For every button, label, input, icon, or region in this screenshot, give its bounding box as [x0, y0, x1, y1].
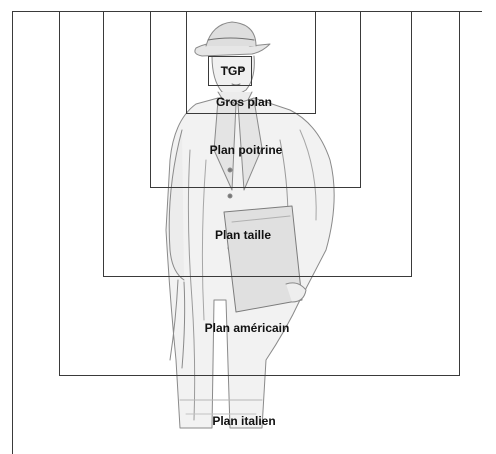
label-tgp: TGP — [221, 65, 246, 77]
label-plan-poitrine: Plan poitrine — [210, 144, 283, 156]
label-plan-taille: Plan taille — [215, 229, 271, 241]
label-plan-americain: Plan américain — [205, 322, 290, 334]
label-plan-italien: Plan italien — [212, 415, 275, 427]
label-gros-plan: Gros plan — [216, 96, 272, 108]
